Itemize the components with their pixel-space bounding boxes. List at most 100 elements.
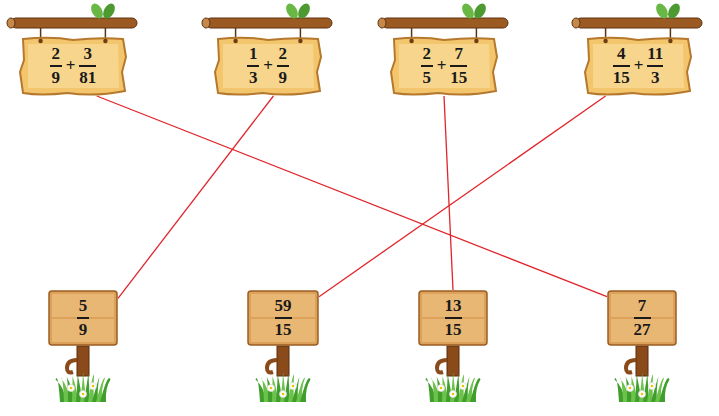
- flower-center: [462, 385, 465, 388]
- wood-face: [593, 44, 684, 88]
- nail: [233, 39, 237, 43]
- hanging-sign: 29+3 81: [19, 36, 127, 96]
- grass-blade: [300, 378, 311, 402]
- wood-face: [223, 44, 314, 88]
- sign-content: 59: [77, 297, 89, 338]
- fraction-bar: [421, 65, 433, 67]
- flower: [460, 383, 467, 390]
- signpost-board: 5915: [247, 290, 319, 346]
- fraction-text: 2: [51, 45, 60, 63]
- flower-center: [629, 387, 632, 390]
- fraction-bar: [647, 65, 663, 67]
- hanging-sign: 25+715: [390, 36, 498, 96]
- fraction-text: 2: [422, 45, 431, 63]
- flower: [649, 383, 656, 390]
- fraction: 113: [647, 45, 663, 86]
- branch-end: [7, 18, 15, 28]
- flower-center: [651, 385, 654, 388]
- match-line: [118, 96, 273, 298]
- grass-blade: [659, 378, 670, 402]
- flower-center: [641, 393, 644, 396]
- flower: [280, 391, 287, 398]
- leaf: [472, 2, 489, 21]
- fraction: 715: [450, 45, 467, 86]
- leaf: [89, 2, 106, 21]
- fraction-bar: [277, 65, 289, 67]
- fraction-text: 27: [634, 321, 651, 339]
- branch: [576, 18, 702, 28]
- post-curl: [67, 360, 77, 373]
- nail: [603, 39, 607, 43]
- post-curl: [437, 360, 447, 373]
- leaf: [296, 2, 313, 21]
- fraction-text: 81: [79, 69, 96, 87]
- nail: [298, 39, 302, 43]
- flower-center: [70, 387, 73, 390]
- fraction-bar: [50, 65, 62, 67]
- fraction: 29: [50, 45, 62, 86]
- grass-blade: [470, 378, 481, 402]
- wood-face: [28, 44, 119, 88]
- fraction-text: +: [634, 57, 644, 75]
- post: [447, 346, 459, 376]
- branch-end: [378, 18, 386, 28]
- fraction-text: 7: [455, 45, 464, 63]
- plank: [52, 319, 114, 342]
- fraction: 13: [247, 45, 259, 86]
- flower-center: [282, 393, 285, 396]
- match-line: [97, 96, 607, 297]
- wood-board: [608, 291, 676, 345]
- signpost-board: 59: [48, 290, 118, 346]
- fraction-text: 2: [279, 45, 288, 63]
- flower: [80, 391, 87, 398]
- hanging-sign: 13+29: [214, 36, 322, 96]
- grass-blade: [100, 378, 111, 402]
- nail: [409, 39, 413, 43]
- flower-center: [270, 387, 273, 390]
- flower-center: [440, 387, 443, 390]
- nail: [474, 39, 478, 43]
- hanging-sign: 415+113: [584, 36, 692, 96]
- fraction-bar: [79, 65, 96, 67]
- branch-end: [572, 18, 580, 28]
- fraction: 415: [613, 45, 630, 86]
- flower: [268, 385, 275, 392]
- plank: [611, 294, 673, 317]
- fraction-bar: [275, 317, 292, 319]
- wood-face: [399, 44, 490, 88]
- match-line: [319, 96, 606, 297]
- fraction-text: +: [263, 57, 273, 75]
- fraction-bar: [450, 65, 467, 67]
- fraction-text: 7: [638, 297, 647, 315]
- leaf: [666, 2, 683, 21]
- fraction-text: 15: [275, 321, 292, 339]
- fraction: 5915: [275, 297, 292, 338]
- flower: [438, 385, 445, 392]
- nail: [103, 39, 107, 43]
- leaf: [284, 2, 301, 21]
- nail: [668, 39, 672, 43]
- flower: [450, 391, 457, 398]
- plank: [251, 294, 315, 317]
- fraction-text: 15: [450, 69, 467, 87]
- fraction-text: 15: [445, 321, 462, 339]
- flower-center: [82, 393, 85, 396]
- fraction-bar: [77, 317, 89, 319]
- flower-center: [92, 385, 95, 388]
- sign-content: 5915: [275, 297, 292, 338]
- leaf: [101, 2, 118, 21]
- fraction-text: 9: [79, 321, 88, 339]
- nail: [38, 39, 42, 43]
- fraction-text: 1: [249, 45, 258, 63]
- signpost-board: 727: [607, 290, 677, 346]
- fraction-bar: [634, 317, 651, 319]
- wood-board: [49, 291, 117, 345]
- flower: [639, 391, 646, 398]
- fraction-text: 3: [84, 45, 93, 63]
- wood-board: [391, 38, 497, 95]
- fraction-text: +: [66, 57, 76, 75]
- flower: [290, 383, 297, 390]
- fraction: 1315: [445, 297, 462, 338]
- fraction: 727: [634, 297, 651, 338]
